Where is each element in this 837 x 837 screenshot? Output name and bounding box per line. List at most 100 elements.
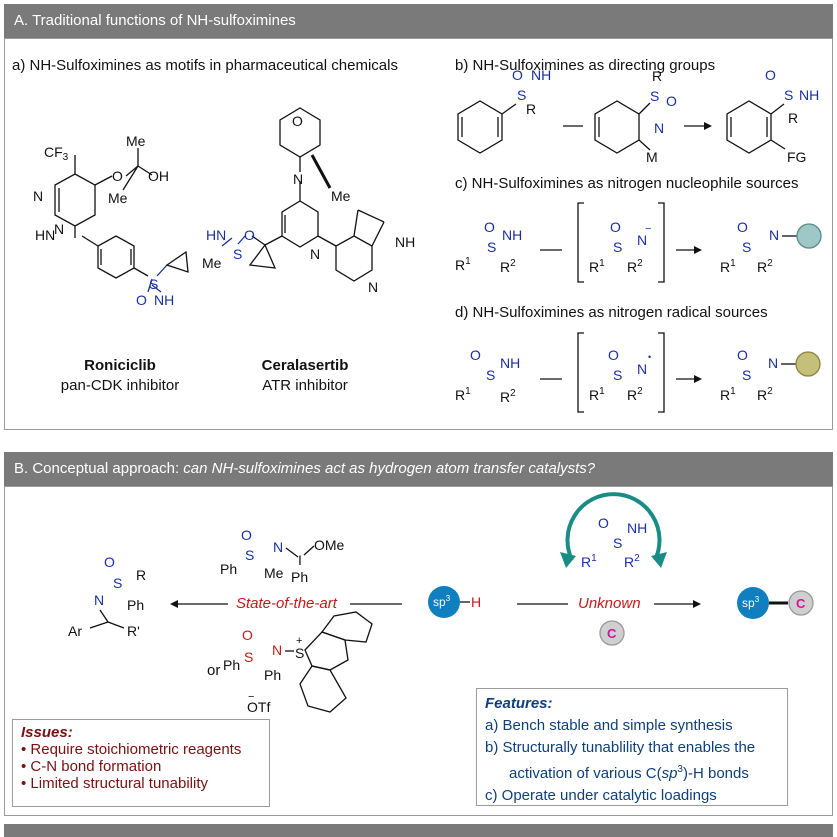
rad-n2: N — [637, 361, 647, 377]
rad-r2c: R2 — [757, 386, 773, 403]
dg-s2: S — [650, 88, 659, 104]
subtitle-c: c) NH-Sulfoximines as nitrogen nucleophi… — [455, 175, 799, 192]
dg-o3: O — [765, 67, 776, 83]
ceralasertib-structure — [248, 107, 385, 282]
rad-s2: S — [613, 367, 622, 383]
prod-rprime: R' — [127, 623, 140, 639]
roniciclib-hn: HN — [35, 227, 55, 243]
r1-i: I — [298, 552, 302, 568]
nuc-row: O NH S R1 R2 O N − S R1 R2 O N S R1 R2 — [455, 202, 822, 283]
roniciclib-s: S — [149, 276, 158, 292]
issues-box: Issues: • Require stoichiometric reagent… — [12, 719, 270, 807]
rad-r1b: R1 — [589, 386, 605, 403]
nuc-r2c: R2 — [757, 258, 773, 275]
r1-ph1: Ph — [220, 561, 237, 577]
rad-s1: S — [486, 367, 495, 383]
rad-row: O NH S R1 R2 O N • S R1 R2 O N S R1 R2 — [455, 332, 821, 413]
rad-bracket-r — [658, 332, 665, 413]
cyc-s: S — [613, 535, 622, 551]
roniciclib-cf3: CF3 — [44, 144, 69, 163]
or-label: or — [207, 662, 221, 679]
issue-2: • C-N bond formation — [21, 758, 162, 775]
ceralasertib-sulfoximine — [221, 235, 246, 247]
state-of-art-label: State-of-the-art — [236, 595, 337, 612]
nuc-r2a: R2 — [500, 258, 516, 275]
roniciclib-n2: N — [54, 221, 64, 237]
panel-a-header: A. Traditional functions of NH-sulfoximi… — [4, 4, 833, 38]
unk-arrow-head — [693, 600, 701, 608]
ceralasertib-n: N — [293, 171, 303, 187]
prod-ar: Ar — [68, 623, 82, 639]
nuc-arrow-head — [694, 246, 702, 254]
prod-o: O — [104, 554, 115, 570]
dg-o2: O — [666, 93, 677, 109]
nuc-o2: O — [610, 219, 621, 235]
roniciclib-n1: N — [33, 188, 43, 204]
catalytic-cycle: O NH S R1 R2 — [560, 492, 667, 570]
carbon-reagent-c: C — [607, 626, 617, 641]
dg-r2: R — [652, 68, 662, 84]
r2-o: O — [242, 627, 253, 643]
cyc-r2: R2 — [624, 553, 640, 570]
product-c-text: C — [796, 596, 806, 611]
nuc-r1a: R1 — [455, 256, 471, 273]
roniciclib-sulfoximine — [147, 250, 189, 293]
ceralasertib-me2: Me — [202, 255, 222, 271]
panel-b-title-prefix: B. Conceptual approach: — [14, 460, 184, 477]
feature-b-cont: activation of various C(sp3)-H bonds — [509, 764, 749, 782]
sp3-text: sp3 — [433, 594, 451, 609]
ceralasertib-nh: NH — [395, 234, 415, 250]
dg-benzene-3 — [726, 100, 786, 154]
panel-b-header: B. Conceptual approach: can NH-sulfoximi… — [4, 452, 833, 486]
rad-r1a: R1 — [455, 386, 471, 403]
nuc-electrophile-ball — [796, 223, 822, 249]
nuc-s2: S — [613, 239, 622, 255]
nuc-minus: − — [645, 223, 651, 235]
dg-cycle — [594, 100, 651, 154]
ceralasertib-hn: HN — [206, 227, 226, 243]
prod-r: R — [136, 567, 146, 583]
product-c-ball — [788, 590, 814, 616]
rad-s3: S — [742, 367, 751, 383]
nuc-r2b: R2 — [627, 258, 643, 275]
nuc-bracket-l — [577, 202, 584, 283]
nuc-r1b: R1 — [589, 258, 605, 275]
r1-ph2: Ph — [291, 569, 308, 585]
feature-a: a) Bench stable and simple synthesis — [485, 717, 733, 734]
ceralasertib-me: Me — [331, 188, 351, 204]
r2-n: N — [272, 642, 282, 658]
issues-title: Issues: — [21, 724, 73, 741]
drug2-desc: ATR inhibitor — [262, 377, 348, 394]
product-structure: O S R Ph N Ar R' — [68, 554, 146, 639]
r1-me: Me — [264, 565, 284, 581]
rad-nh1: NH — [500, 355, 520, 371]
dg-benzene-1 — [457, 100, 517, 154]
nuc-s3: S — [742, 239, 751, 255]
rad-n3: N — [768, 355, 778, 371]
nuc-s1: S — [487, 239, 496, 255]
carbon-reagent-ball — [599, 620, 625, 646]
ceralasertib-o: O — [292, 113, 303, 129]
reagent-2-structure: O S N Ph Ph S + − OTf — [223, 611, 373, 715]
nuc-bracket-r — [658, 202, 665, 283]
otf-minus: − — [248, 691, 254, 703]
dg-s3: S — [784, 87, 793, 103]
prod-ph: Ph — [127, 597, 144, 613]
panel-a-body — [4, 38, 833, 430]
unknown-label: Unknown — [578, 595, 641, 612]
ceralasertib-n3: N — [368, 279, 378, 295]
cyc-o: O — [598, 515, 609, 531]
rad-o1: O — [470, 347, 481, 363]
rad-r2b: R2 — [627, 386, 643, 403]
rad-bracket-l — [577, 332, 584, 413]
subtitle-b: b) NH-Sulfoximines as directing groups — [455, 57, 716, 74]
sp3-product-ball — [737, 587, 769, 619]
subtitle-d: d) NH-Sulfoximines as nitrogen radical s… — [455, 304, 768, 321]
nuc-n3: N — [769, 227, 779, 243]
prod-n: N — [94, 592, 104, 608]
dg-n2: N — [654, 120, 664, 136]
dg-o1: O — [512, 67, 523, 83]
issue-3: • Limited structural tunability — [21, 775, 208, 792]
panel-b-body — [4, 486, 833, 816]
